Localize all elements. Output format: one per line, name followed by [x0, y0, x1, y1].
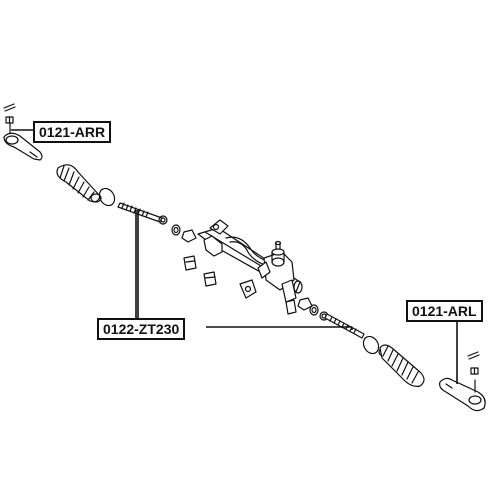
cotter-pin-lower-right — [467, 351, 480, 360]
mount-bushing-a — [183, 255, 197, 271]
steering-rack-housing — [197, 219, 303, 303]
mount-bushing-b — [203, 271, 217, 287]
part-label-0121-arl[interactable]: 0121-ARL — [406, 300, 483, 322]
castle-nut-lower-right — [470, 367, 479, 375]
rack-boot-upper-left — [56, 164, 102, 203]
mount-bushing-c — [285, 299, 297, 315]
part-label-0121-arr[interactable]: 0121-ARR — [33, 121, 112, 143]
rack-end-nut-lower — [297, 297, 313, 311]
rack-boot-lower-right — [378, 344, 425, 387]
inner-tie-rod-upper-left — [117, 202, 168, 225]
part-label-0122-zt230[interactable]: 0122-ZT230 — [97, 318, 186, 340]
tie-rod-end-left-drawing — [439, 377, 486, 412]
castle-nut-upper-left — [5, 116, 14, 124]
lock-washer-lower-right — [309, 304, 319, 316]
boot-clamp-upper-left — [98, 187, 116, 207]
boot-clamp-lower-right — [362, 335, 380, 355]
leader-line-0122-zt230 — [135, 210, 353, 330]
lock-washer-upper-left — [171, 224, 181, 236]
inner-tie-rod-lower-right — [319, 311, 365, 339]
rack-end-nut-upper — [181, 229, 197, 243]
tie-rod-end-right-drawing — [3, 123, 43, 161]
cotter-pin-upper-left — [3, 103, 16, 112]
